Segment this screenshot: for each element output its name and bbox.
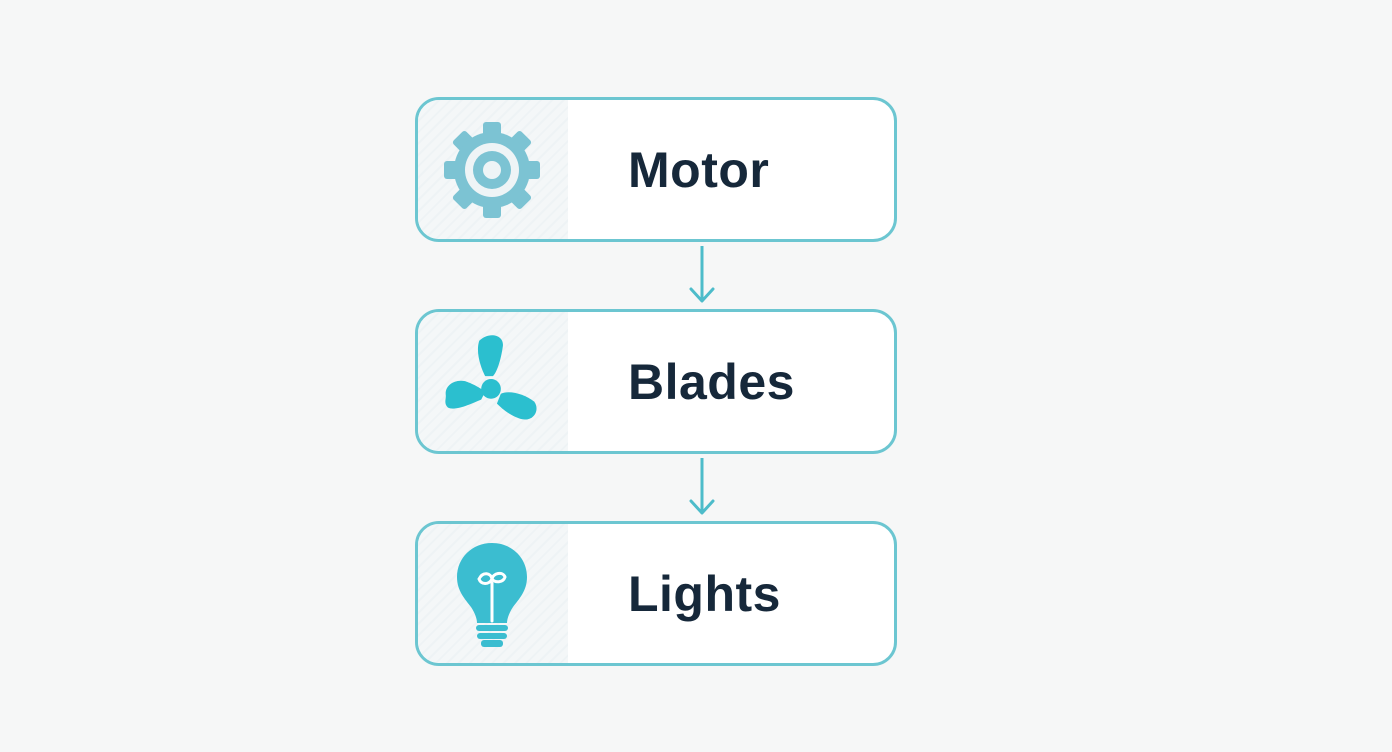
node-blades: Blades — [415, 309, 897, 454]
arrow-down-icon — [689, 458, 715, 515]
node-label: Motor — [628, 141, 770, 198]
gear-icon — [438, 116, 546, 224]
fan-icon — [438, 328, 546, 436]
lightbulb-icon — [438, 540, 546, 648]
node-lights: Lights — [415, 521, 897, 666]
node-label: Blades — [628, 353, 795, 410]
arrow-down-icon — [689, 246, 715, 303]
node-label: Lights — [628, 565, 781, 622]
node-motor: Motor — [415, 97, 897, 242]
